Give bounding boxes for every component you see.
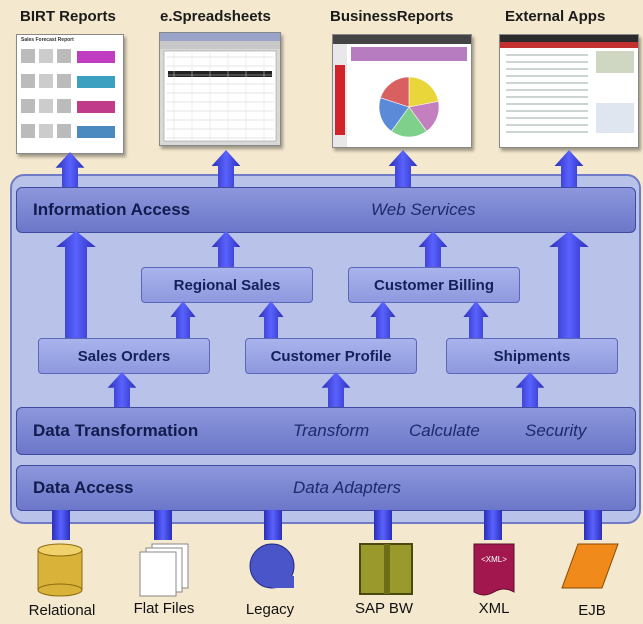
spreadsheet-graphic [160,33,280,142]
transform-label: Transform [293,421,370,440]
birt-thumb-title: Sales Forecast Report [21,37,74,43]
flatfiles-connector [154,510,172,540]
data-access-title: Data Access [33,478,134,497]
information-access-layer: Information Access Web Services [16,187,636,233]
information-access-title: Information Access [33,200,191,219]
tape-reel-icon [249,543,295,589]
flow-arrow [258,301,284,338]
external-apps-thumbnail [499,34,639,148]
businessreports-thumbnail [332,34,472,148]
flow-arrow [170,301,196,338]
ejb-connector [584,510,602,540]
shipments-box: Shipments [446,338,618,374]
birt-report-thumbnail: Sales Forecast Report [16,34,124,154]
flow-arrow [321,372,351,407]
source-label-relational: Relational [28,602,96,619]
legacy-connector [264,510,282,540]
source-label-legacy: Legacy [245,601,295,618]
flow-arrow [549,231,589,338]
data-transformation-title: Data Transformation [33,421,199,440]
data-adapters-label: Data Adapters [293,478,402,497]
businessreports-label: BusinessReports [330,8,454,25]
external-apps-label: External Apps [505,8,606,25]
web-services-label: Web Services [371,200,476,219]
source-label-sap-bw: SAP BW [354,600,414,617]
flow-arrow [370,301,396,338]
security-label: Security [525,421,587,440]
flow-arrow [554,150,584,187]
ejb-parallelogram-icon [561,543,619,589]
flow-arrow [463,301,489,338]
espreadsheets-label: e.Spreadsheets [160,8,271,25]
xml-connector [484,510,502,540]
espreadsheet-thumbnail [159,32,281,146]
birt-thumb-graphic [21,49,115,138]
relational-connector [52,510,70,540]
flow-arrow [515,372,545,407]
web-portal-graphic [500,35,638,133]
source-label-ejb: EJB [578,602,606,619]
pie-report-graphic [333,35,471,147]
regional-sales-box: Regional Sales [141,267,313,303]
source-label-flat-files: Flat Files [133,600,195,617]
sap-cube-icon [359,543,413,595]
stacked-pages-icon [139,543,189,597]
data-transformation-layer: Data Transformation Transform Calculate … [16,407,636,455]
flow-arrow [211,150,241,187]
customer-billing-box: Customer Billing [348,267,520,303]
xml-document-icon: <XML> [473,543,515,596]
source-label-xml: XML [478,600,510,617]
flow-arrow [211,231,241,267]
sales-orders-box: Sales Orders [38,338,210,374]
data-access-layer: Data Access Data Adapters [16,465,636,511]
database-cylinder-icon [37,543,83,597]
calculate-label: Calculate [409,421,480,440]
customer-profile-box: Customer Profile [245,338,417,374]
flow-arrow [55,152,85,187]
xml-badge-text: <XML> [481,555,507,564]
sapbw-connector [374,510,392,540]
flow-arrow [418,231,448,267]
flow-arrow [107,372,137,407]
flow-arrow [56,231,96,338]
flow-arrow [388,150,418,187]
birt-reports-label: BIRT Reports [20,8,116,25]
